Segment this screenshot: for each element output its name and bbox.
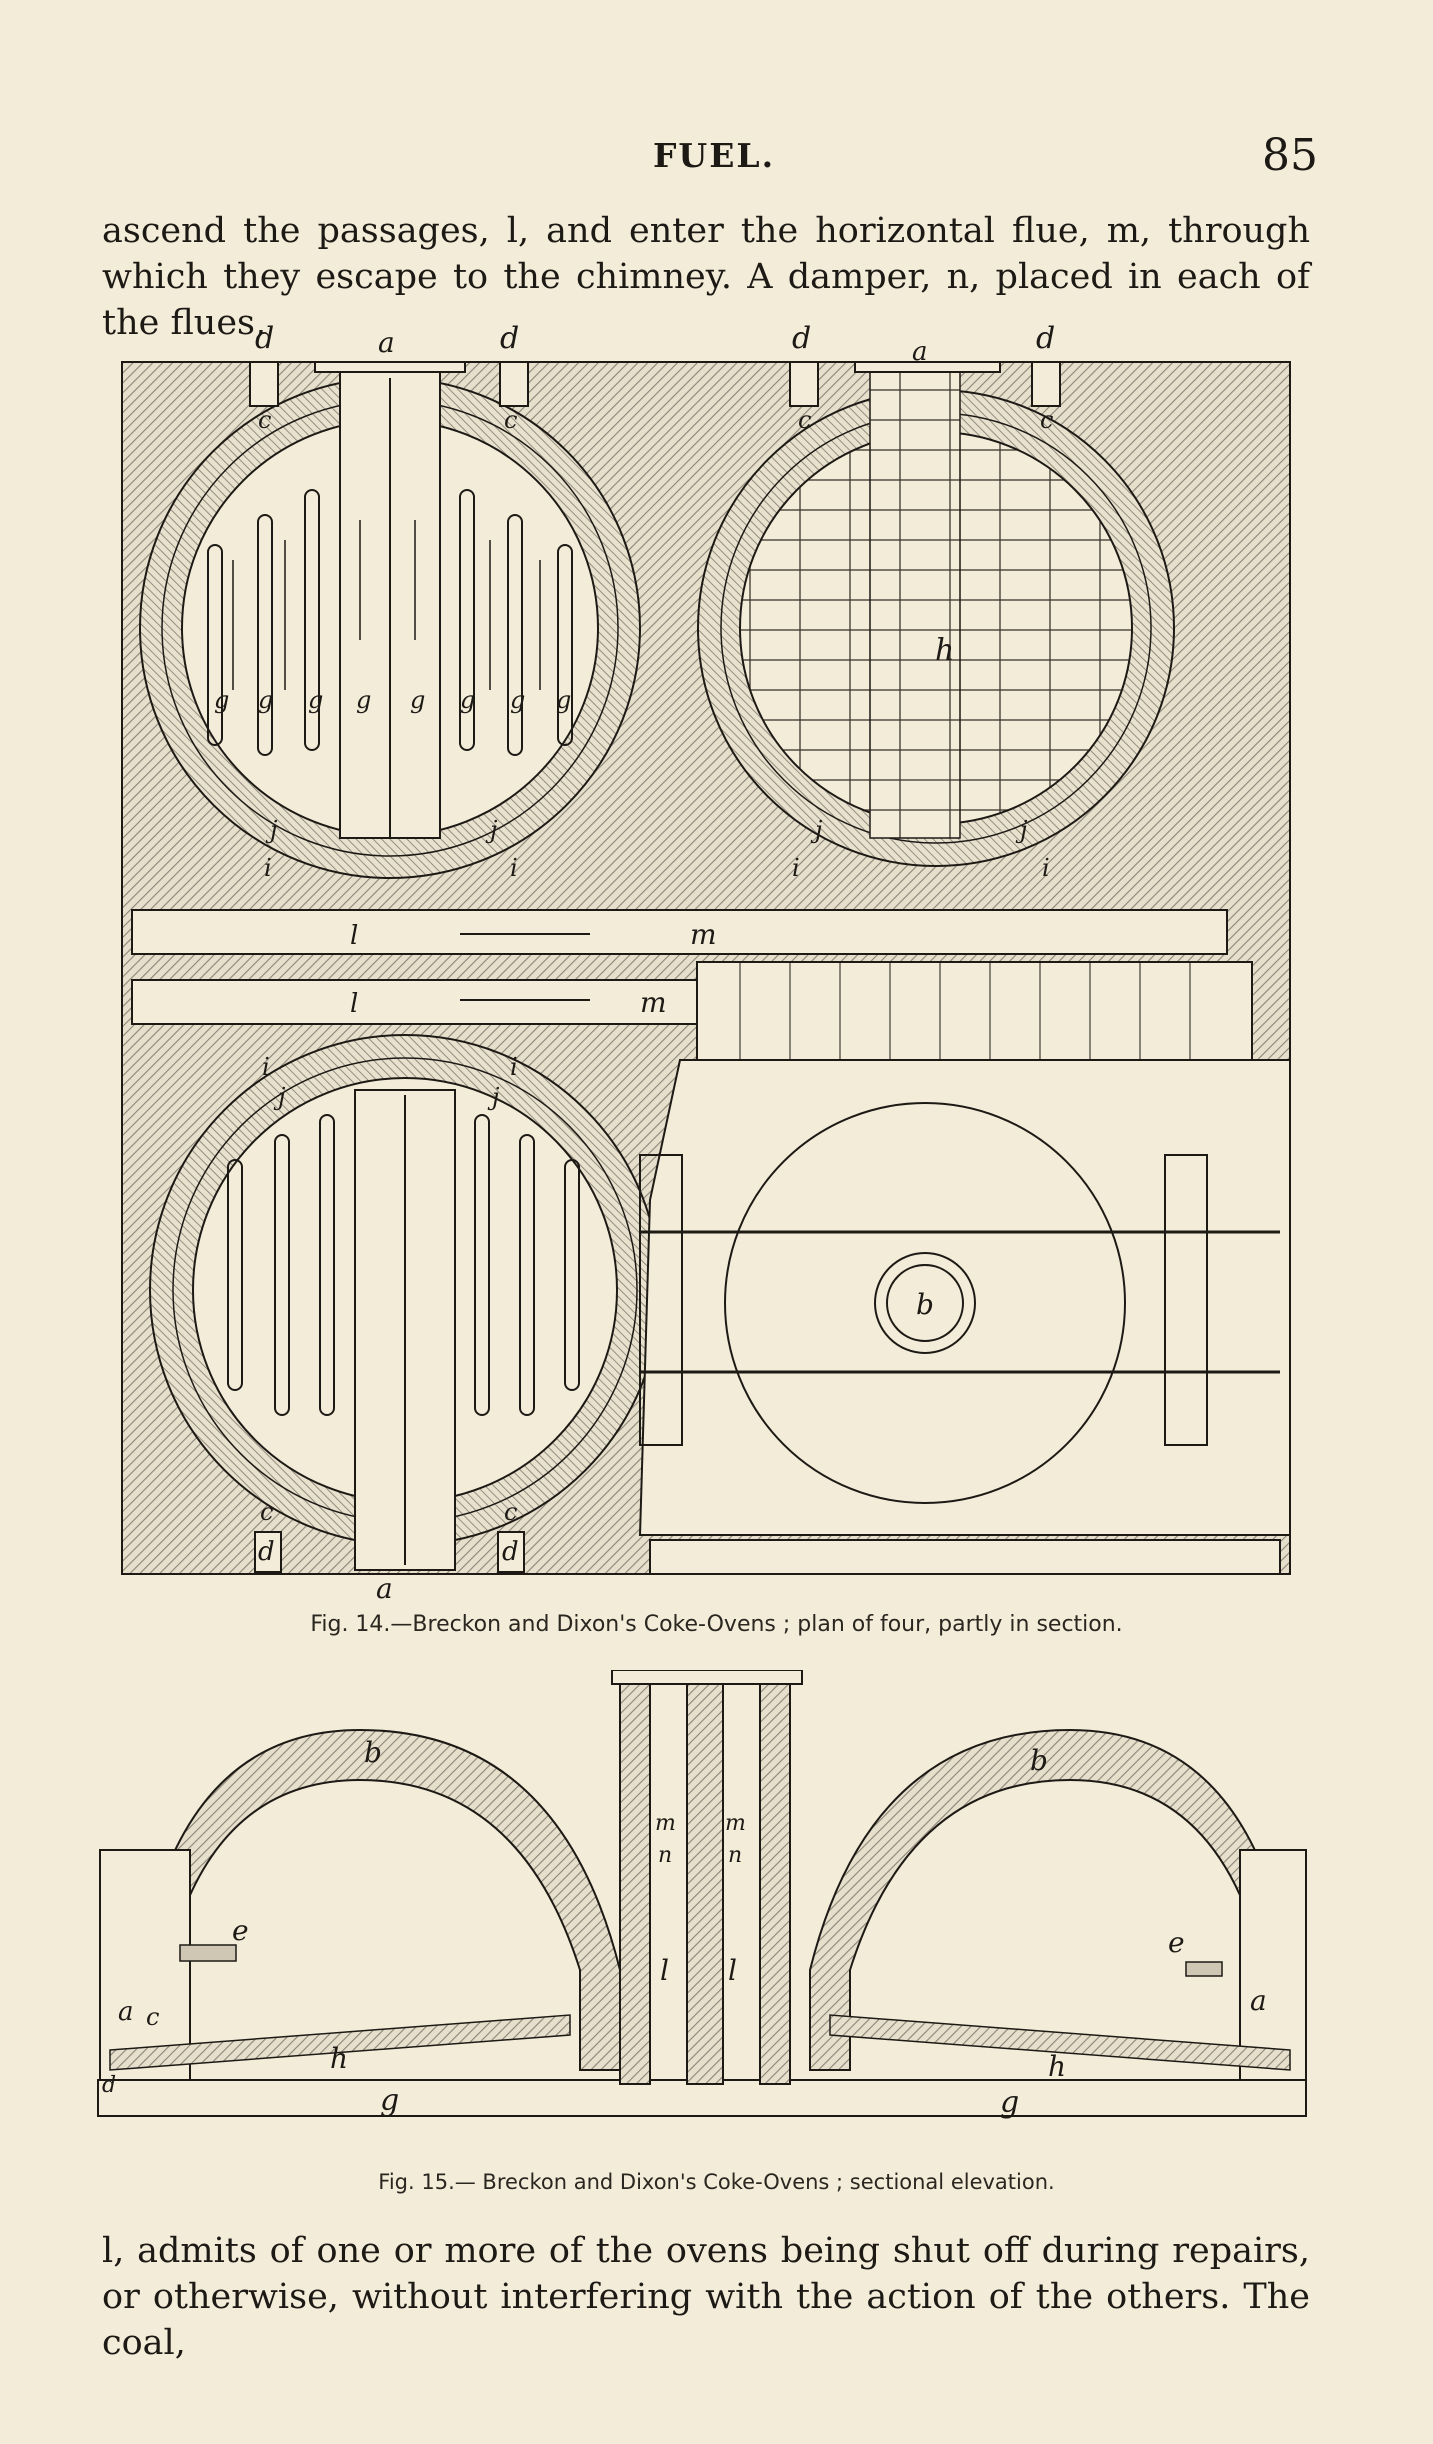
page-number: 85 xyxy=(1262,130,1318,181)
fig14-label-i: i xyxy=(510,854,518,882)
fig14-label-g: g xyxy=(258,686,273,714)
fig14-label-d: d xyxy=(500,321,519,356)
fig14-label-c: c xyxy=(260,1498,273,1526)
fig15-label-h: h xyxy=(330,2042,348,2075)
fig14-label-h: h xyxy=(935,633,954,668)
fig15-label-g: g xyxy=(380,2083,399,2118)
fig14-label-g: g xyxy=(556,686,571,714)
fig15-label-g: g xyxy=(1000,2085,1019,2120)
fig14-label-g: g xyxy=(460,686,475,714)
fig15-label-b: b xyxy=(1030,1744,1048,1777)
fig14-label-m: m xyxy=(690,918,717,951)
fig14-label-d: d xyxy=(258,1537,275,1567)
fig14-label-a: a xyxy=(378,326,395,359)
fig14-label-a: a xyxy=(376,1572,393,1600)
fig14-label-g: g xyxy=(308,686,323,714)
figure-15-caption: Fig. 15.— Breckon and Dixon's Coke-Ovens… xyxy=(378,2170,1055,2194)
page-header: FUEL. 85 xyxy=(0,128,1433,188)
fig14-oven-bottom-left xyxy=(149,1034,661,1573)
fig15-label-d: d xyxy=(102,2073,116,2098)
fig14-chimney-plan xyxy=(638,1059,1291,1575)
fig15-label-m: m xyxy=(655,1811,676,1836)
fig14-label-d: d xyxy=(1036,321,1055,356)
fig14-label-c: c xyxy=(258,406,271,434)
fig14-label-c: c xyxy=(798,406,811,434)
fig14-label-l: l xyxy=(350,989,358,1019)
figure-14-plan: d a d d a d c c c c g g g g g g g g h j … xyxy=(121,321,1291,1600)
fig14-label-g: g xyxy=(510,686,525,714)
fig14-flues xyxy=(131,909,1253,1061)
fig14-label-g: g xyxy=(410,686,425,714)
figure-14-caption: Fig. 14.—Breckon and Dixon's Coke-Ovens … xyxy=(310,1612,1123,1637)
fig14-label-d: d xyxy=(255,321,274,356)
fig14-label-g: g xyxy=(214,686,229,714)
paragraph-bottom: l, admits of one or more of the ovens be… xyxy=(102,2231,1310,2363)
paragraph-top: ascend the passages, l, and enter the ho… xyxy=(102,211,1310,343)
fig14-label-g: g xyxy=(356,686,371,714)
fig15-label-h: h xyxy=(1048,2050,1066,2083)
running-head: FUEL. xyxy=(653,136,776,175)
fig15-label-e: e xyxy=(1168,1926,1185,1959)
fig14-label-b: b xyxy=(916,1288,934,1321)
fig15-label-a: a xyxy=(118,1997,134,2027)
fig15-label-l: l xyxy=(728,1954,737,1987)
fig14-label-c: c xyxy=(1040,406,1053,434)
fig14-label-l: l xyxy=(350,921,358,951)
fig14-label-c: c xyxy=(504,1498,517,1526)
fig15-label-c: c xyxy=(146,2003,159,2031)
fig14-label-a: a xyxy=(912,337,928,367)
fig15-label-e: e xyxy=(232,1914,249,1947)
fig14-oven-top-right xyxy=(697,361,1175,867)
fig15-label-a: a xyxy=(1250,1984,1267,2017)
fig15-label-l: l xyxy=(660,1954,669,1987)
fig15-label-m: m xyxy=(725,1811,746,1836)
fig14-label-i: i xyxy=(792,854,800,882)
fig14-label-d: d xyxy=(792,321,811,356)
figure-15-elevation: b b m m n n e e l l a c a h h d g g xyxy=(97,1670,1307,2120)
fig15-label-b: b xyxy=(364,1736,382,1769)
fig15-label-n: n xyxy=(658,1843,672,1868)
fig14-oven-top-left xyxy=(139,361,641,879)
fig14-label-i: i xyxy=(1042,854,1050,882)
fig14-label-d: d xyxy=(502,1537,519,1567)
fig15-label-n: n xyxy=(728,1843,742,1868)
fig14-label-i: i xyxy=(264,854,272,882)
fig14-label-c: c xyxy=(504,406,517,434)
fig14-label-i: i xyxy=(510,1053,518,1081)
fig14-label-m: m xyxy=(640,986,667,1019)
fig14-label-i: i xyxy=(262,1053,270,1081)
